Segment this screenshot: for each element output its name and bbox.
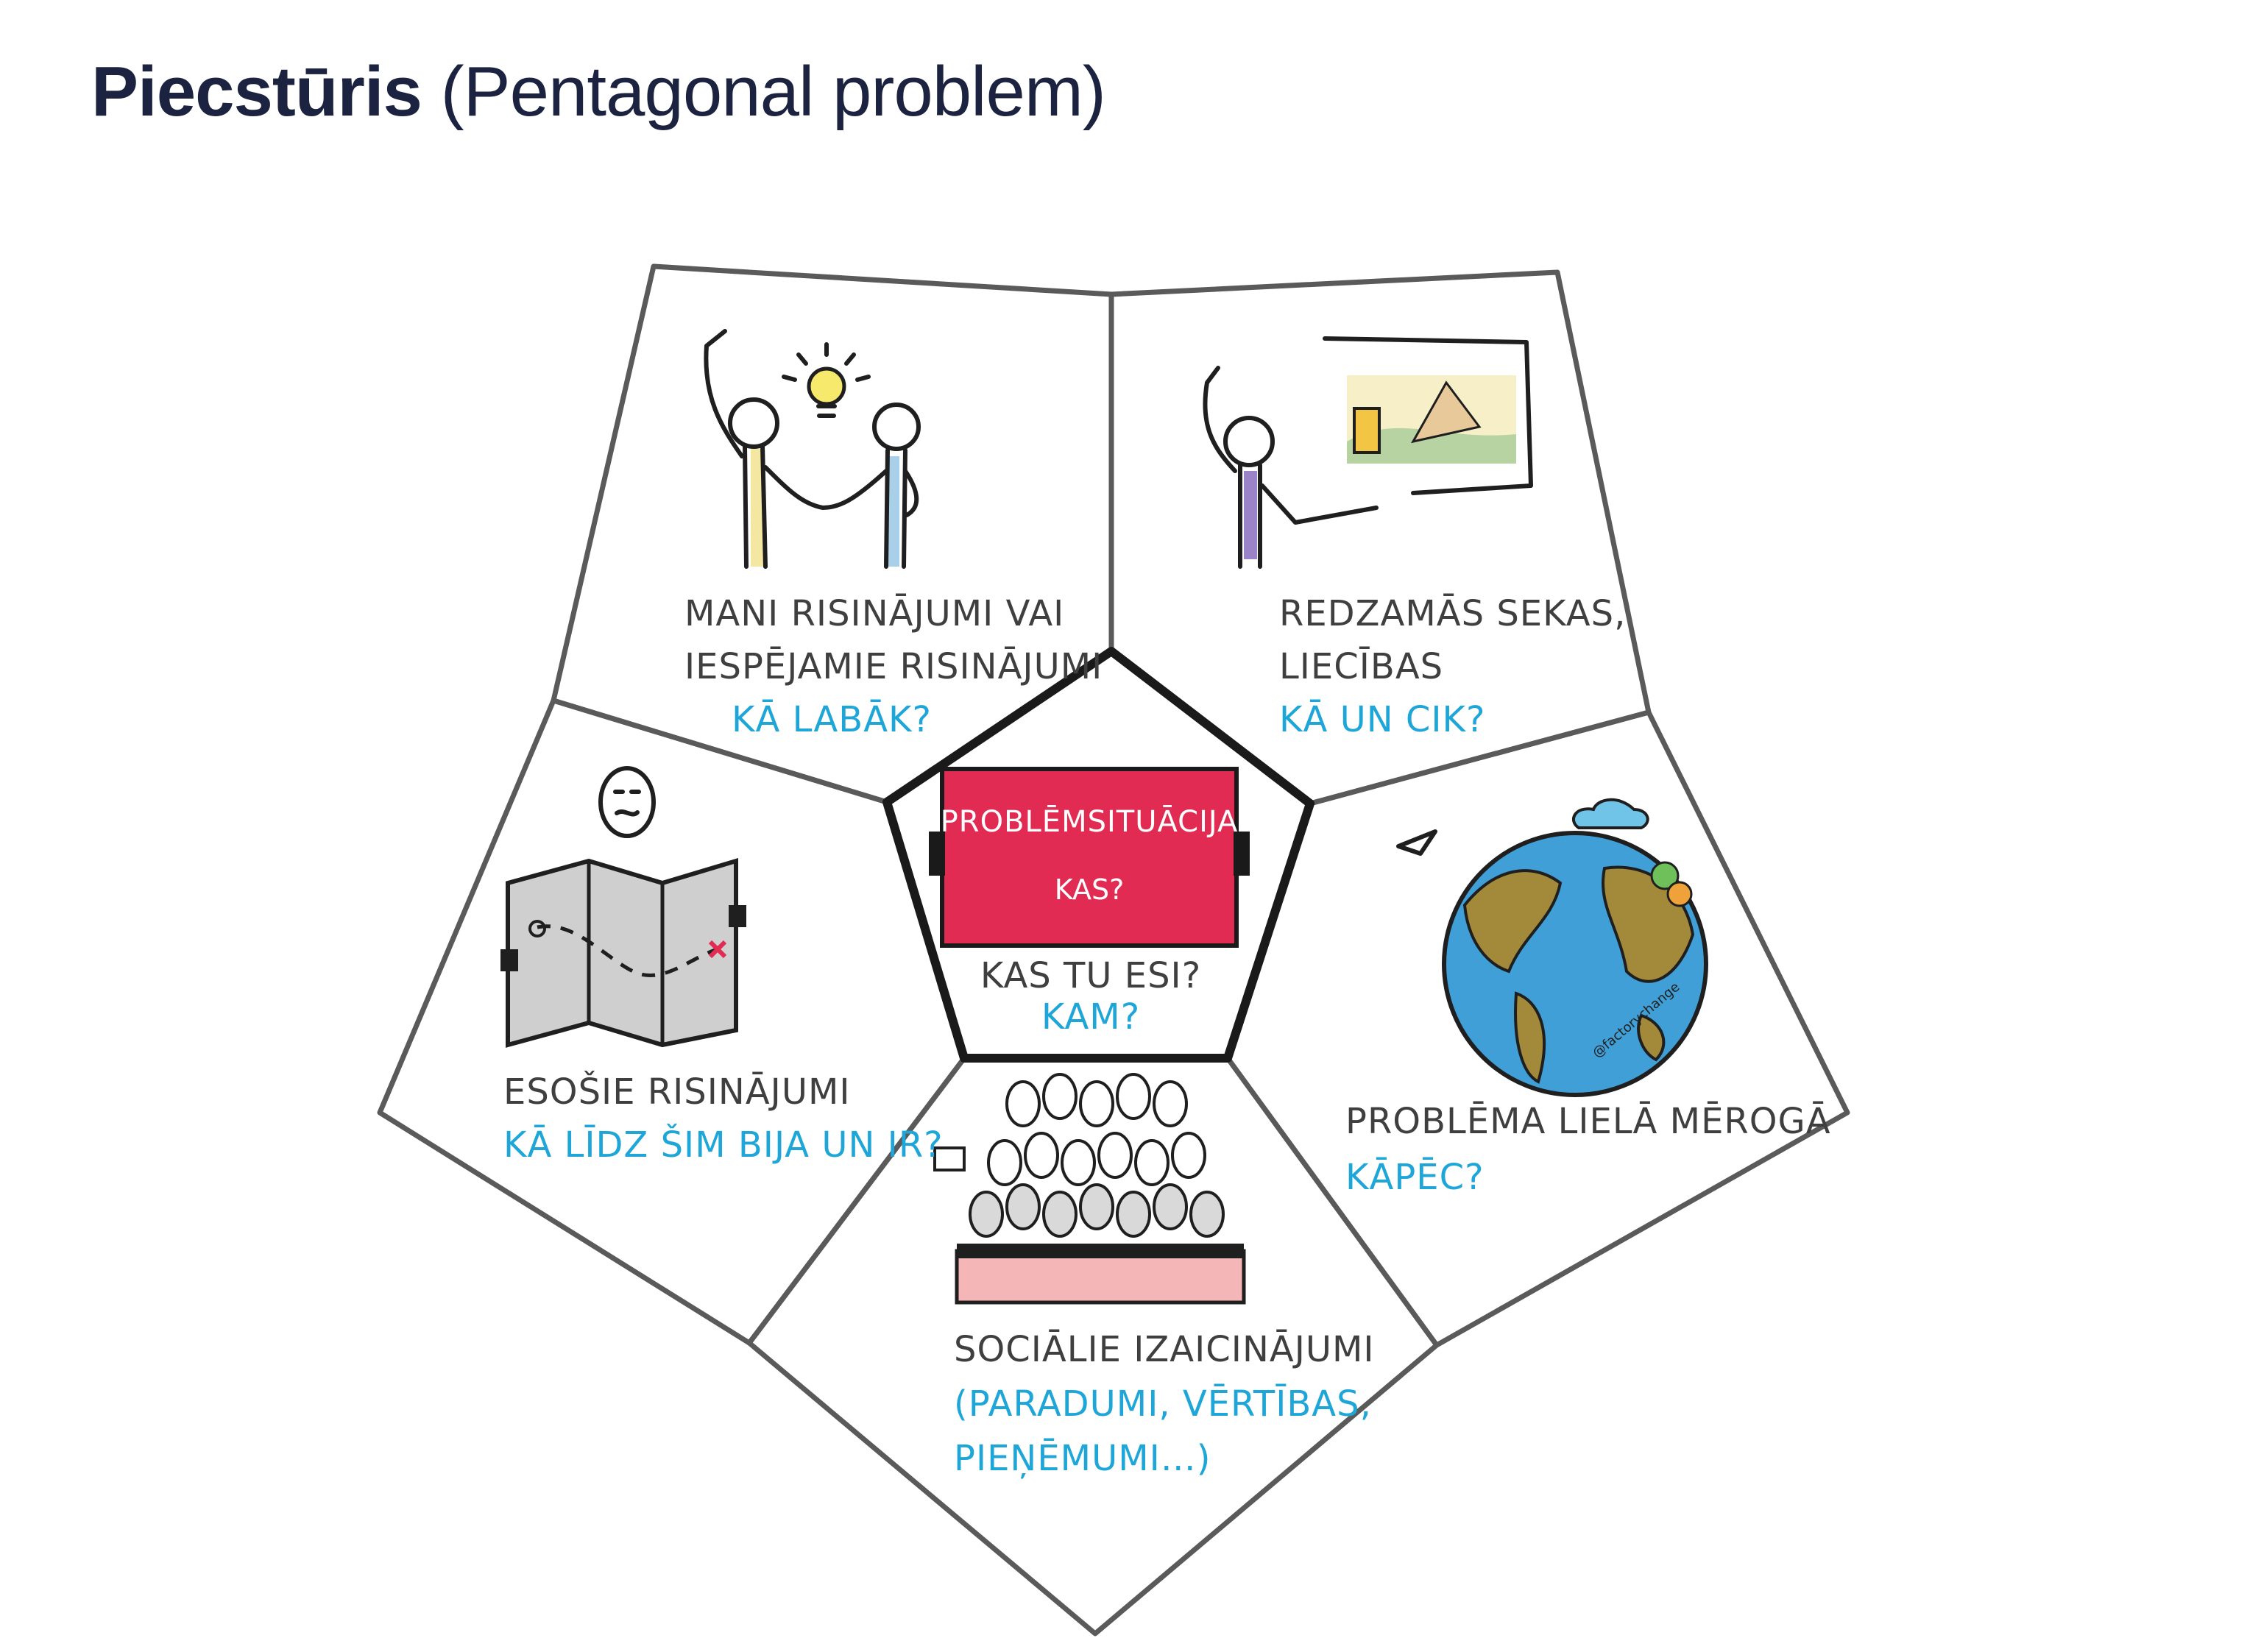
right-question: KĀPĒC? bbox=[1345, 1157, 1485, 1198]
banner-question: KAS? bbox=[1055, 873, 1125, 906]
banner-title: PROBLĒMSITUĀCIJA bbox=[941, 804, 1239, 839]
page-title: Piecstūris (Pentagonal problem) bbox=[91, 52, 1106, 132]
title-subtitle: (Pentagonal problem) bbox=[440, 52, 1106, 131]
top-right-question: KĀ UN CIK? bbox=[1279, 699, 1486, 740]
sad-presenter-icon bbox=[1203, 336, 1533, 569]
crowd-icon bbox=[933, 1073, 1246, 1305]
top-right-line1: REDZAMĀS SEKAS, bbox=[1279, 593, 1626, 634]
top-right-line2: LIECĪBAS bbox=[1279, 646, 1443, 687]
center-label: KAS TU ESI? bbox=[980, 955, 1201, 996]
bottom-line2: (PARADUMI, VĒRTĪBAS, bbox=[954, 1383, 1372, 1425]
segment-left bbox=[377, 698, 967, 1346]
bottom-line1: SOCIĀLIE IZAICINĀJUMI bbox=[954, 1329, 1375, 1370]
center-banner: PROBLĒMSITUĀCIJA KAS? bbox=[929, 767, 1250, 948]
treasure-map-icon bbox=[500, 766, 746, 1048]
earth-globe-icon: @factorychange bbox=[1396, 798, 1708, 1097]
handshake-people-icon bbox=[704, 329, 921, 569]
left-question: KĀ LĪDZ ŠIM BIJA UN IR? bbox=[503, 1124, 944, 1166]
top-left-line1: MANI RISINĀJUMI VAI bbox=[684, 593, 1064, 634]
top-left-line2: IESPĒJAMIE RISINĀJUMI bbox=[684, 646, 1103, 687]
top-left-question: KĀ LABĀK? bbox=[732, 699, 932, 740]
right-line1: PROBLĒMA LIELĀ MĒROGĀ bbox=[1345, 1101, 1831, 1142]
bottom-line3: PIEŅĒMUMI…) bbox=[954, 1438, 1211, 1479]
title-bold: Piecstūris bbox=[91, 52, 422, 131]
left-line1: ESOŠIE RISINĀJUMI bbox=[503, 1071, 851, 1113]
center-question: KAM? bbox=[1041, 996, 1140, 1038]
